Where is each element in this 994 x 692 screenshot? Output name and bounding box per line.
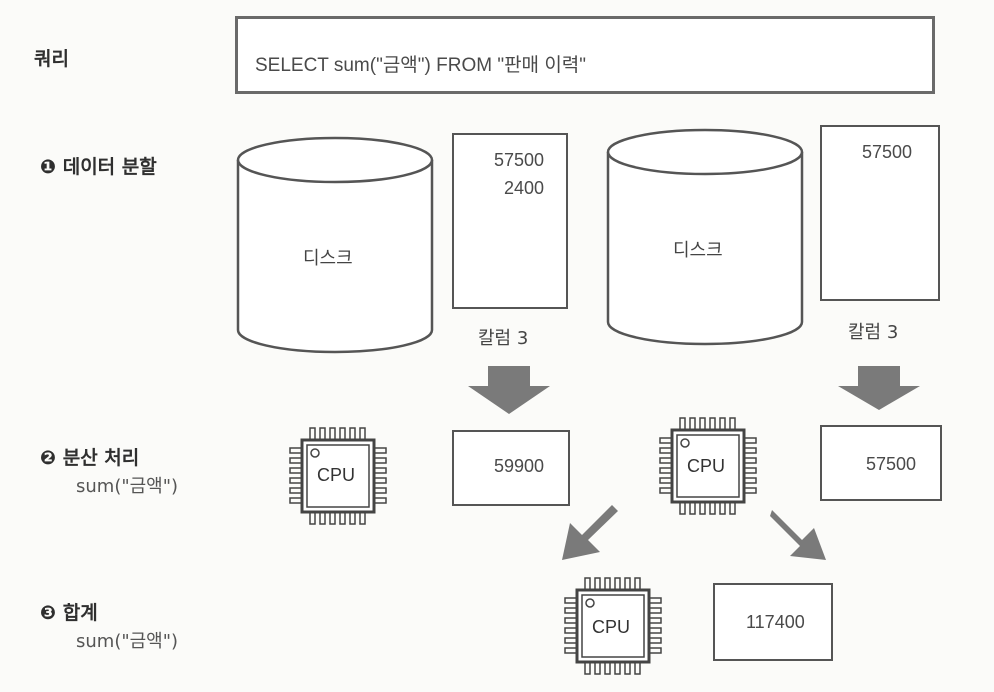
arrow-down-1: [468, 366, 550, 414]
column-2-caption: 칼럼 3: [848, 322, 899, 343]
partial-result-box-1: [452, 430, 570, 506]
column-1-value-2: 2400: [504, 178, 545, 198]
partial-result-2: 57500: [866, 454, 917, 474]
step-3-number: ❸: [40, 602, 57, 624]
step-2-label: 분산 처리: [62, 447, 140, 469]
step-1-label: 데이터 분할: [62, 156, 157, 178]
partial-result-box-2: [820, 425, 942, 501]
column-box-1: [452, 133, 568, 309]
step-1-number: ❶: [40, 156, 57, 178]
column-2-value-1: 57500: [862, 142, 913, 162]
cpu-final-label: CPU: [592, 617, 631, 637]
final-result-box: [713, 583, 833, 661]
query-box: [235, 16, 935, 94]
arrow-diag-left: [562, 505, 618, 560]
disk-1-label: 디스크: [303, 248, 353, 269]
step-3-label: 합계: [62, 602, 98, 624]
column-1-caption: 칼럼 3: [478, 328, 529, 349]
step-2-subtitle: sum("금액"): [76, 476, 179, 497]
arrow-diag-right: [770, 510, 826, 560]
disk-2: [606, 128, 804, 346]
step-2-number: ❷: [40, 447, 57, 469]
query-label: 쿼리: [34, 48, 69, 70]
cpu-1-label: CPU: [317, 465, 356, 485]
step-1-title: ❶ 데이터 분할: [40, 152, 157, 179]
final-result: 117400: [746, 612, 805, 632]
query-sql: SELECT sum("금액") FROM "판매 이력": [255, 55, 587, 76]
step-2-title: ❷ 분산 처리: [40, 443, 139, 470]
disk-2-label: 디스크: [673, 240, 723, 261]
step-3-title: ❸ 합계: [40, 598, 98, 625]
column-box-2: [820, 125, 940, 301]
step-3-subtitle: sum("금액"): [76, 631, 179, 652]
partial-result-1: 59900: [494, 456, 545, 476]
cpu-2-label: CPU: [687, 456, 726, 476]
arrow-down-2: [838, 366, 920, 410]
disk-1: [236, 136, 434, 354]
column-1-value-1: 57500: [494, 150, 545, 170]
